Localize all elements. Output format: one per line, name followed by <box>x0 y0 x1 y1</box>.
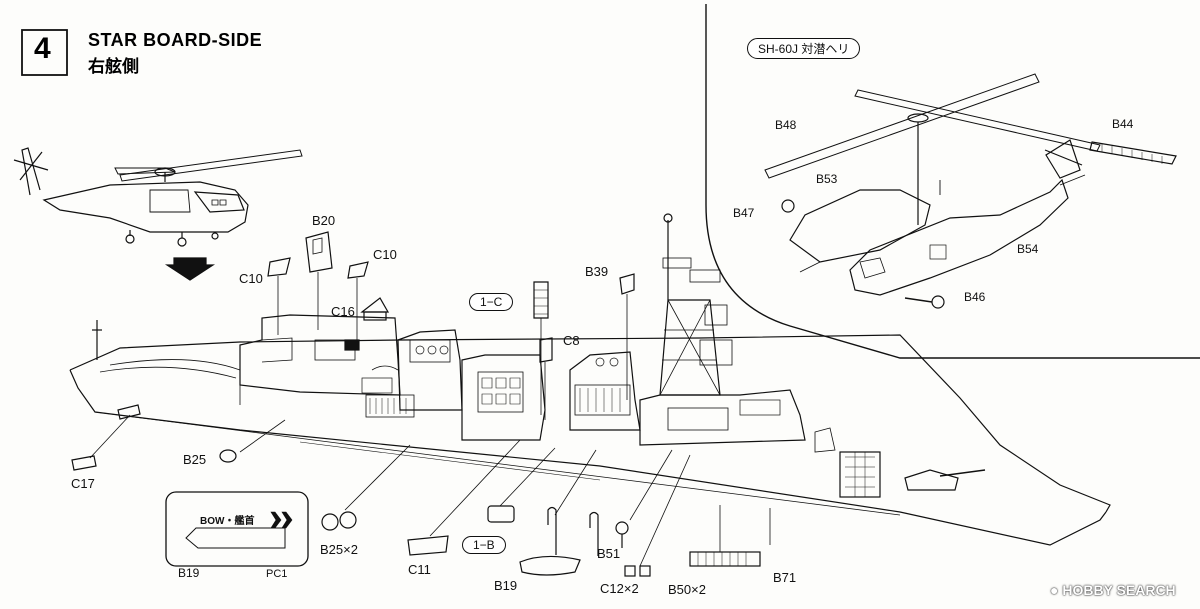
parts-and-leaders <box>71 231 771 577</box>
bow-detail-box <box>165 491 309 567</box>
part-label: B25×2 <box>320 542 358 557</box>
inset-part-label: B48 <box>775 118 797 132</box>
step-subtitle: 右舷側 <box>88 57 139 76</box>
inset-part-label: B53 <box>816 172 838 186</box>
part-label: C16 <box>331 304 355 319</box>
part-label: B39 <box>585 264 609 279</box>
part-label: C12×2 <box>600 581 639 596</box>
part-label: B25 <box>183 452 207 467</box>
sub-assembly-callout: 1−B <box>462 536 506 554</box>
helicopter-illustration <box>13 147 303 247</box>
part-label: C8 <box>563 333 580 348</box>
down-arrow-icon <box>164 257 216 281</box>
bow-label: BOW・艦首 <box>200 516 255 527</box>
part-label: B51 <box>597 546 621 561</box>
part-label: C10 <box>239 271 263 286</box>
part-label: C11 <box>408 562 431 577</box>
part-label: B50×2 <box>668 582 706 597</box>
step-number: 4 <box>34 32 51 65</box>
inset-part-label: B44 <box>1112 117 1134 131</box>
part-label: B20 <box>312 213 336 228</box>
inset-title: SH-60J 対潜ヘリ <box>747 38 861 59</box>
ship-superstructure <box>239 213 986 498</box>
bow-part-pc1: PC1 <box>266 568 288 580</box>
inset-part-label: B54 <box>1017 242 1039 256</box>
watermark-icon: ● <box>1050 582 1059 598</box>
watermark-text: HOBBY SEARCH <box>1062 582 1176 598</box>
part-label: B19 <box>494 578 518 593</box>
inset-frame <box>705 4 1200 359</box>
step-title: STAR BOARD-SIDE <box>88 30 263 50</box>
inset-helicopter <box>764 73 1177 309</box>
inset-part-label: B47 <box>733 206 755 220</box>
bow-part-b19: B19 <box>178 566 200 580</box>
part-label: C10 <box>373 247 397 262</box>
inset-part-label: B46 <box>964 290 986 304</box>
watermark-logo: ● HOBBY SEARCH <box>1050 582 1176 598</box>
sub-assembly-callout: 1−C <box>469 293 514 311</box>
step-number-box <box>21 29 68 76</box>
part-label: C17 <box>71 476 95 491</box>
part-label: B71 <box>773 570 797 585</box>
